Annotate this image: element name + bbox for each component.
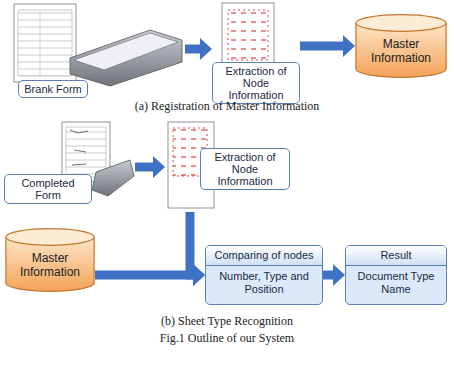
picture-label: Brank Form [18,80,88,98]
box-heading: Comparing of nodes [206,246,322,266]
process-box: ResultDocument Type Name [345,245,447,305]
cylinder-text-area: Master Information [5,242,95,288]
picture-region: Extraction of Node Information [165,122,290,212]
arrow-shaft [135,163,153,172]
block-arrow [135,156,165,178]
arrow-head [153,156,165,178]
picture-region: Completed Form [4,122,135,202]
arrow-head [193,264,205,286]
arrow-head [200,38,212,60]
database-label: Master Information [355,37,447,65]
arrow-head [333,264,345,286]
picture-label: Extraction of Node Information [200,148,290,190]
block-arrow [323,264,345,286]
database-cylinder: Master Information [355,14,447,78]
block-arrow [95,264,205,286]
picture-region: Brank Form [8,2,185,96]
blank-form-picture [14,4,182,86]
database-cylinder: Master Information [5,228,95,292]
arrow-head [343,35,355,57]
block-arrow [185,38,212,60]
box-body: Number, Type and Position [206,266,322,300]
sub-caption: (a) Registration of Master Information [0,99,454,113]
picture-region: Extraction of Node Information [212,2,300,96]
process-box: Comparing of nodesNumber, Type and Posit… [205,245,323,305]
box-heading: Result [346,246,446,266]
arrow-head [193,264,205,286]
box-body: Document Type Name [346,266,446,300]
block-arrow [300,35,355,57]
picture-label: Completed Form [4,174,92,204]
sub-caption: (b) Sheet Type Recognition [0,314,454,328]
figure-caption: Fig.1 Outline of our System [0,331,454,345]
arrow-shaft [323,271,333,280]
arrow-shaft [300,42,343,51]
cylinder-text-area: Master Information [355,28,447,74]
database-label: Master Information [5,251,95,279]
arrow-shaft [95,271,193,280]
picture-label: Extraction of Node Information [212,62,300,104]
arrow-shaft [185,45,200,54]
arrow-shaft [190,212,193,275]
